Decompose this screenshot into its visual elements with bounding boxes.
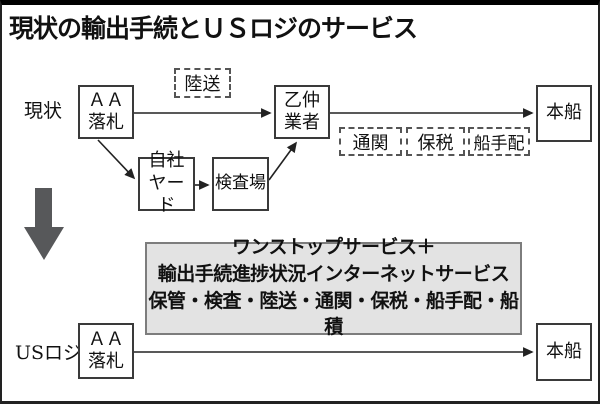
big-down-arrow-icon <box>24 188 64 260</box>
page-title: 現状の輸出手続とＵＳロジのサービス <box>9 15 418 43</box>
dashed-box-funatehai: 船手配 <box>468 127 530 156</box>
service-line-1: ワンストップサービス＋ <box>231 236 436 258</box>
dashed-box-rikuso: 陸送 <box>174 68 231 98</box>
node-honsen-top: 本船 <box>536 85 592 142</box>
dashed-box-hozei: 保税 <box>406 127 465 156</box>
node-kensajo: 検査場 <box>212 157 269 211</box>
dashed-box-tsukan: 通関 <box>339 127 402 156</box>
node-jisha-yard: 自社 ヤード <box>138 150 195 216</box>
node-otsunaka-gyosha: 乙仲 業者 <box>274 85 330 139</box>
node-honsen-bottom: 本船 <box>536 323 592 381</box>
arrow-aa-to-yard <box>97 139 136 180</box>
row-label-current: 現状 <box>24 100 63 122</box>
row-label-uslogi: USロジ <box>15 342 83 364</box>
service-description-box: ワンストップサービス＋ 輸出手続進捗状況インターネットサービス 保管・検査・陸送… <box>145 237 522 338</box>
service-line-3: 保管・検査・陸送・通関・保税・船手配・船積 <box>148 290 519 339</box>
node-aa-auction-bottom: ＡＡ 落札 <box>78 323 134 379</box>
arrow-kensajo-to-otsunaka <box>268 141 297 181</box>
service-line-2: 輸出手続進捗状況インターネットサービス <box>157 263 510 285</box>
node-aa-auction-top: ＡＡ 落札 <box>78 85 134 139</box>
